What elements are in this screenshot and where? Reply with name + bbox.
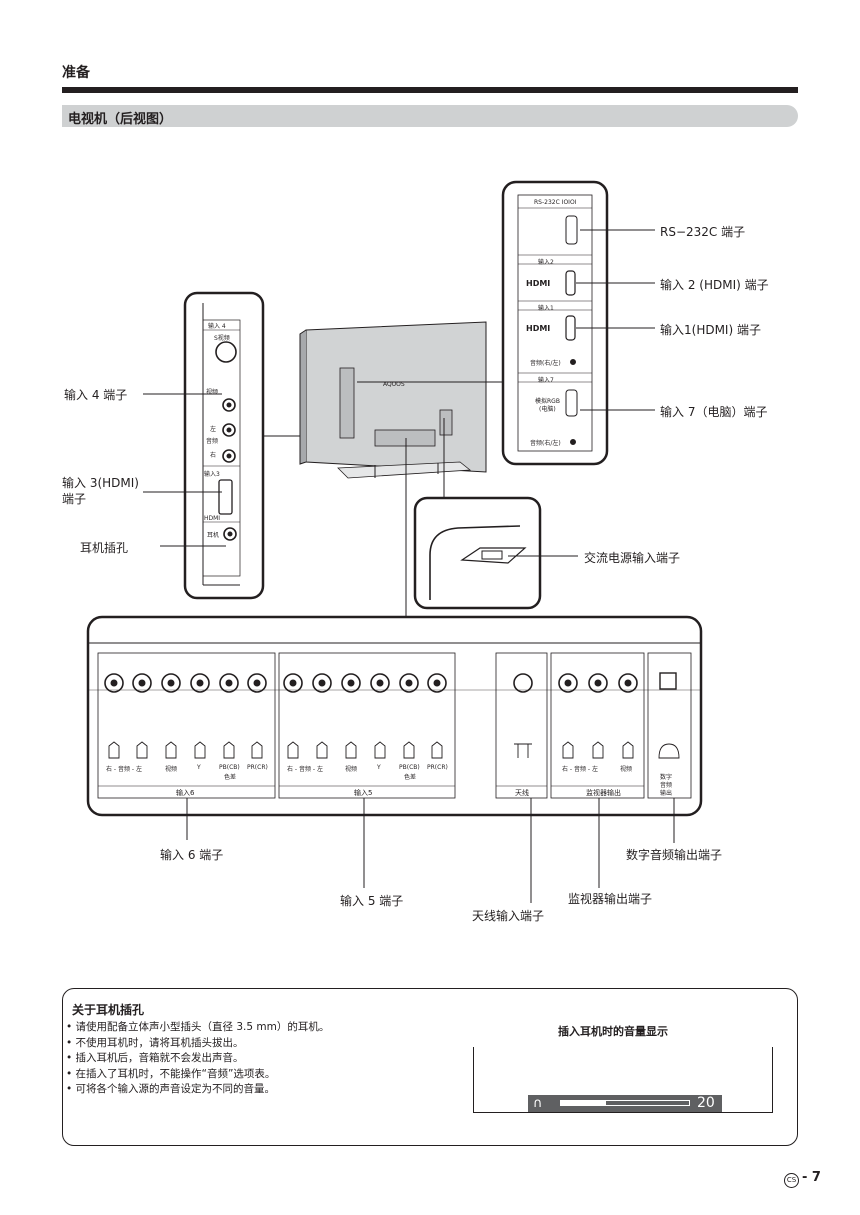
g5-pb-label: PB(CB)	[399, 764, 420, 771]
callout-input3-hdmi-2: 端子	[62, 492, 87, 506]
volume-value: 20	[697, 1095, 715, 1111]
right-label: 右	[210, 452, 217, 459]
left-label: 左	[210, 426, 217, 433]
note-item: 在插入了耳机时，不能操作“音频”选项表。	[66, 1067, 329, 1083]
note-item: 插入耳机后，音箱就不会发出声音。	[66, 1051, 329, 1067]
header-rule	[62, 87, 798, 93]
s-video-label: S视频	[214, 335, 230, 342]
g6-pr-label: PR(CR)	[247, 764, 268, 771]
aquos-logo: AQUOS	[383, 381, 405, 388]
g6-audio-label: 右 - 音频 - 左	[106, 766, 142, 773]
digital-label-1: 数字	[660, 774, 673, 781]
audio-label-left: 音频	[206, 438, 219, 445]
g5-name: 输入5	[354, 789, 373, 797]
volume-display-title: 插入耳机时的音量显示	[558, 1025, 668, 1038]
g6-video-label: 视频	[165, 766, 178, 773]
digital-label-2: 音频	[660, 782, 673, 789]
input1-panel-label: 输入1	[538, 305, 554, 312]
g6-y-label: Y	[197, 764, 201, 771]
input4-panel-label: 输入 4	[208, 323, 226, 330]
volume-track	[560, 1100, 690, 1106]
callout-input3-hdmi-1: 输入 3(HDMI)	[62, 476, 139, 490]
headphone-note-box	[62, 988, 798, 1146]
g6-name: 输入6	[176, 789, 195, 797]
volume-fill	[561, 1101, 606, 1105]
g5-pr-label: PR(CR)	[427, 764, 448, 771]
chapter-title: 准备	[62, 65, 90, 81]
section-bar	[62, 105, 798, 127]
input3-panel-label: 输入3	[204, 471, 220, 478]
callout-antenna: 天线输入端子	[472, 909, 545, 923]
note-item: 请使用配备立体声小型插头（直径 3.5 mm）的耳机。	[66, 1020, 330, 1036]
callout-digital-audio-out: 数字音频输出端子	[626, 848, 723, 862]
analog-rgb-label: 模拟RGB	[535, 398, 560, 405]
audio-rl-label-2: 音频(右/左)	[530, 440, 561, 447]
input7-panel-label: 输入7	[538, 377, 554, 384]
g5-video-label: 视频	[345, 766, 358, 773]
monitor-audio-label: 右 - 音频 - 左	[562, 766, 598, 773]
callout-headphone-jack: 耳机插孔	[80, 541, 129, 555]
monitor-video-label: 视频	[620, 766, 633, 773]
headphone-note-list: 请使用配备立体声小型插头（直径 3.5 mm）的耳机。 不使用耳机时，请将耳机插…	[66, 1020, 330, 1098]
callout-input5: 输入 5 端子	[340, 894, 404, 908]
g6-component-label: 色差	[224, 774, 237, 781]
headphone-note-title: 关于耳机插孔	[72, 1003, 145, 1017]
hdmi-logo-input2: HDMI	[526, 279, 551, 288]
callout-input7-pc: 输入 7（电脑）端子	[660, 405, 768, 419]
volume-bar	[528, 1095, 722, 1112]
monitor-panel-label: 监视器输出	[586, 789, 621, 797]
section-title: 电视机（后视图）	[68, 112, 173, 127]
callout-monitor-out: 监视器输出端子	[568, 892, 653, 906]
callout-rs232c: RS−232C 端子	[660, 225, 746, 239]
volume-display-frame	[473, 1047, 773, 1113]
callout-input2-hdmi: 输入 2 (HDMI) 端子	[660, 278, 769, 292]
antenna-panel-label: 天线	[515, 789, 529, 797]
callout-input1-hdmi: 输入1(HDMI) 端子	[660, 323, 761, 337]
earphone-label: 耳机	[207, 532, 220, 539]
rs232c-panel-label: RS-232C IOIOI	[534, 199, 577, 206]
hdmi-logo-input1: HDMI	[526, 324, 551, 333]
hdmi-small-label: HDMI	[204, 515, 221, 522]
g5-component-label: 色差	[404, 774, 417, 781]
digital-label-3: 输出	[660, 790, 673, 797]
note-item: 可将各个输入源的声音设定为不同的音量。	[66, 1082, 329, 1098]
page-number: - 7	[802, 1170, 821, 1185]
headphone-icon: ∩	[533, 1096, 543, 1111]
g5-y-label: Y	[377, 764, 381, 771]
g5-audio-label: 右 - 音频 - 左	[287, 766, 323, 773]
note-item: 不使用耳机时，请将耳机插头拔出。	[66, 1036, 329, 1052]
video-label-left: 视频	[206, 389, 219, 396]
input2-panel-label: 输入2	[538, 259, 554, 266]
callout-input4: 输入 4 端子	[64, 388, 128, 402]
audio-rl-label-1: 音频(右/左)	[530, 360, 561, 367]
g6-pb-label: PB(CB)	[219, 764, 240, 771]
callout-ac-input: 交流电源输入端子	[584, 551, 681, 565]
language-badge: CS	[784, 1173, 799, 1188]
callout-input6: 输入 6 端子	[160, 848, 224, 862]
pc-label: (电脑)	[539, 406, 556, 413]
